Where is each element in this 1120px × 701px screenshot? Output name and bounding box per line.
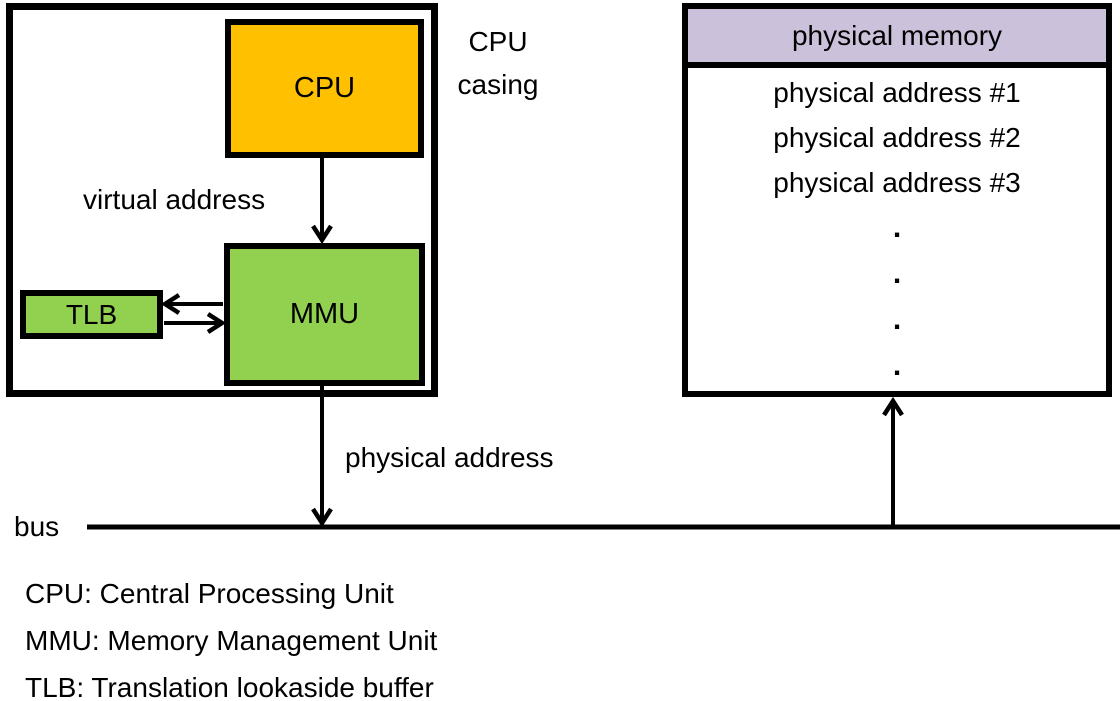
bus-label: bus <box>14 511 60 542</box>
cpu-casing-label: CPU casing <box>457 26 539 100</box>
legend-line-mmu: MMU: Memory Management Unit <box>25 625 438 656</box>
mmu-block: MMU <box>224 243 425 386</box>
bus-to-memory-arrow <box>882 396 904 526</box>
legend: CPU: Central Processing Unit MMU: Memory… <box>25 570 437 701</box>
ellipsis-dot-1: . <box>892 211 902 244</box>
virtual-address-label: virtual address <box>83 184 266 215</box>
physical-memory-header: physical memory <box>688 9 1106 68</box>
ellipsis-dot-3: . <box>892 303 902 336</box>
memory-row-3: physical address #3 <box>773 167 1021 198</box>
physical-memory-rows: physical address #1 physical address #2 … <box>688 68 1106 391</box>
legend-line-cpu: CPU: Central Processing Unit <box>25 578 394 609</box>
tlb-block: TLB <box>20 290 163 339</box>
cpu-block: CPU <box>225 19 424 158</box>
physical-memory-box: physical memory physical address #1 phys… <box>682 3 1112 397</box>
ellipsis-dot-2: . <box>892 257 902 290</box>
memory-row-1: physical address #1 <box>773 77 1021 108</box>
physical-address-label: physical address <box>345 442 554 473</box>
memory-row-2: physical address #2 <box>773 122 1021 153</box>
ellipsis-dot-4: . <box>892 349 902 382</box>
legend-line-tlb: TLB: Translation lookaside buffer <box>25 672 434 701</box>
mmu-to-bus-arrow <box>311 386 333 528</box>
